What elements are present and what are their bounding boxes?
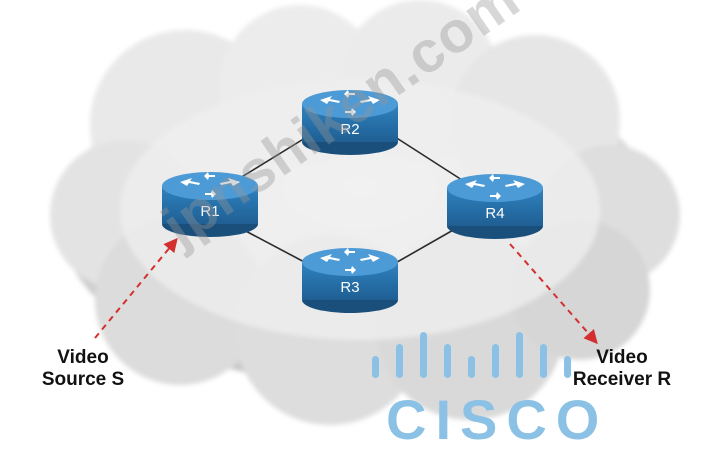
router-arrows-icon bbox=[320, 248, 380, 274]
video-receiver-label: Video Receiver R bbox=[552, 347, 692, 391]
video-source-label: Video Source S bbox=[18, 347, 148, 391]
link-r3-r4 bbox=[391, 224, 463, 266]
cloud-background bbox=[50, 0, 680, 425]
cisco-logo-bars bbox=[372, 332, 571, 378]
video-receiver-line2: Receiver R bbox=[572, 369, 672, 390]
router-label: R2 bbox=[340, 121, 359, 138]
video-source-line1: Video bbox=[57, 347, 109, 368]
cisco-logo-text: CISCO bbox=[386, 388, 609, 451]
router-r4: R4 bbox=[447, 174, 543, 239]
video-receiver-line1: Video bbox=[596, 347, 648, 368]
router-r2: R2 bbox=[302, 90, 398, 155]
link-r2-r4 bbox=[391, 134, 463, 181]
router-label: R1 bbox=[200, 203, 219, 220]
links bbox=[239, 134, 463, 266]
router-r1: R1 bbox=[162, 172, 258, 237]
router-r3: R3 bbox=[302, 248, 398, 313]
router-arrows-icon bbox=[320, 90, 380, 116]
router-label: R4 bbox=[485, 205, 504, 222]
link-r1-r2 bbox=[239, 134, 311, 179]
video-source-line2: Source S bbox=[41, 369, 125, 390]
router-arrows-icon bbox=[465, 174, 525, 200]
link-r1-r3 bbox=[239, 227, 311, 266]
router-label: R3 bbox=[340, 279, 359, 296]
router-arrows-icon bbox=[180, 172, 240, 198]
